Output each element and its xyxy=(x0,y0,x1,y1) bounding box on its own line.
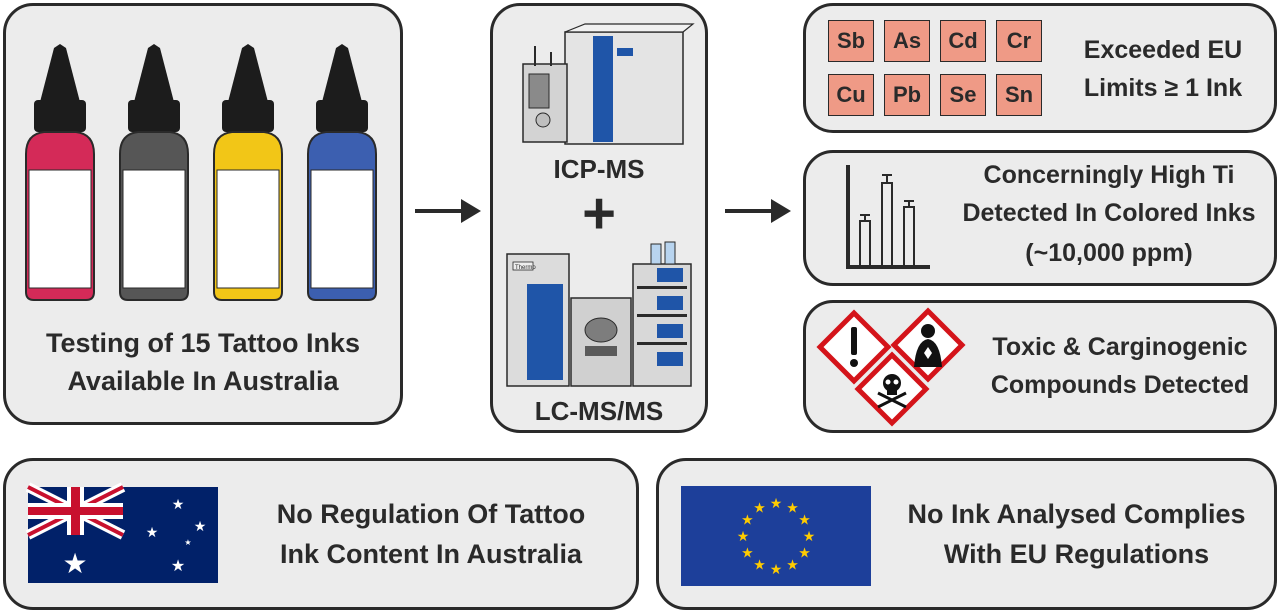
ink-bottle-icon xyxy=(213,44,283,301)
ghs-hazard-icons xyxy=(816,307,966,427)
eu-text-line1: No Ink Analysed Complies xyxy=(907,499,1246,529)
skull-crossbones-icon xyxy=(854,351,930,427)
bar-chart-icon xyxy=(846,165,930,269)
element-tile: Se xyxy=(940,74,986,116)
plus-sign: + xyxy=(582,181,616,246)
lc-ms-ms-label: LC-MS/MS xyxy=(534,396,664,426)
australia-text-line1: No Regulation Of Tattoo xyxy=(276,499,586,529)
ink-bottle-icon xyxy=(25,44,95,301)
titanium-panel: Concerningly High Ti Detected In Colored… xyxy=(803,150,1277,286)
lc-ms-instrument-icon: Thermo xyxy=(506,241,692,387)
svg-text:★: ★ xyxy=(194,519,207,535)
toxic-compounds-panel: Toxic & Carginogenic Compounds Detected xyxy=(803,300,1277,433)
eu-limits-text-line2: Limits ≥ 1 Ink xyxy=(1083,74,1243,102)
ink-testing-caption-line2: Available In Australia xyxy=(67,366,339,396)
eu-star-icon: ★ xyxy=(798,546,811,562)
eu-star-icon: ★ xyxy=(753,500,766,516)
exclamation-hazard-icon xyxy=(816,309,892,385)
element-tile: As xyxy=(884,20,930,62)
eu-star-icon: ★ xyxy=(786,500,799,516)
eu-text-line2: With EU Regulations xyxy=(943,539,1210,569)
analysis-methods-panel: ICP-MS + Thermo LC-MS/MS xyxy=(490,3,708,433)
eu-star-icon: ★ xyxy=(786,558,799,574)
svg-text:★: ★ xyxy=(171,556,185,575)
health-hazard-icon xyxy=(890,307,966,383)
thermo-label: Thermo xyxy=(515,265,536,271)
element-tile: Pb xyxy=(884,74,930,116)
svg-text:★: ★ xyxy=(172,497,185,513)
element-tile: Cr xyxy=(996,20,1042,62)
toxic-text-line1: Toxic & Carginogenic xyxy=(992,333,1248,361)
element-tile: Cu xyxy=(828,74,874,116)
eu-star-icon: ★ xyxy=(770,496,783,512)
australia-regulation-panel: ★ ★ ★ ★ ★ ★ No Regulation Of Tattoo Ink … xyxy=(3,458,639,610)
australia-text-line2: Ink Content In Australia xyxy=(279,539,583,569)
eu-regulation-panel: ★★★★★★★★★★★★ No Ink Analysed Complies Wi… xyxy=(656,458,1277,610)
svg-text:★: ★ xyxy=(62,547,87,580)
eu-limits-panel: Sb As Cd Cr Cu Pb Se Sn Exceeded EU Limi… xyxy=(803,3,1277,133)
toxic-text-line2: Compounds Detected xyxy=(990,371,1250,399)
eu-star-icon: ★ xyxy=(803,529,816,545)
eu-star-icon: ★ xyxy=(737,529,750,545)
element-tile: Sb xyxy=(828,20,874,62)
titanium-text-line3: (~10,000 ppm) xyxy=(1025,239,1193,267)
eu-limits-text-line1: Exceeded EU xyxy=(1083,36,1243,64)
titanium-text-line1: Concerningly High Ti xyxy=(983,161,1235,189)
ink-testing-caption-line1: Testing of 15 Tattoo Inks xyxy=(45,328,361,358)
icp-ms-label: ICP-MS xyxy=(553,154,645,184)
eu-star-icon: ★ xyxy=(753,558,766,574)
svg-text:★: ★ xyxy=(184,538,191,547)
eu-star-icon: ★ xyxy=(770,562,783,578)
eu-star-icon: ★ xyxy=(741,546,754,562)
ink-testing-panel: Testing of 15 Tattoo Inks Available In A… xyxy=(3,3,403,425)
eu-star-icon: ★ xyxy=(741,513,754,529)
icp-ms-instrument-icon xyxy=(522,23,695,145)
ink-bottle-icon xyxy=(307,44,377,301)
eu-flag-icon: ★★★★★★★★★★★★ xyxy=(681,486,871,586)
ink-bottles-illustration xyxy=(25,44,377,301)
svg-text:★: ★ xyxy=(146,525,159,541)
titanium-text-line2: Detected In Colored Inks xyxy=(962,199,1256,227)
arrow-right-icon xyxy=(415,199,481,223)
element-tile: Cd xyxy=(940,20,986,62)
ink-bottle-icon xyxy=(119,44,189,301)
australia-flag-icon: ★ ★ ★ ★ ★ ★ xyxy=(25,482,218,583)
eu-star-icon: ★ xyxy=(798,513,811,529)
element-tile: Sn xyxy=(996,74,1042,116)
arrow-right-icon xyxy=(725,199,791,223)
